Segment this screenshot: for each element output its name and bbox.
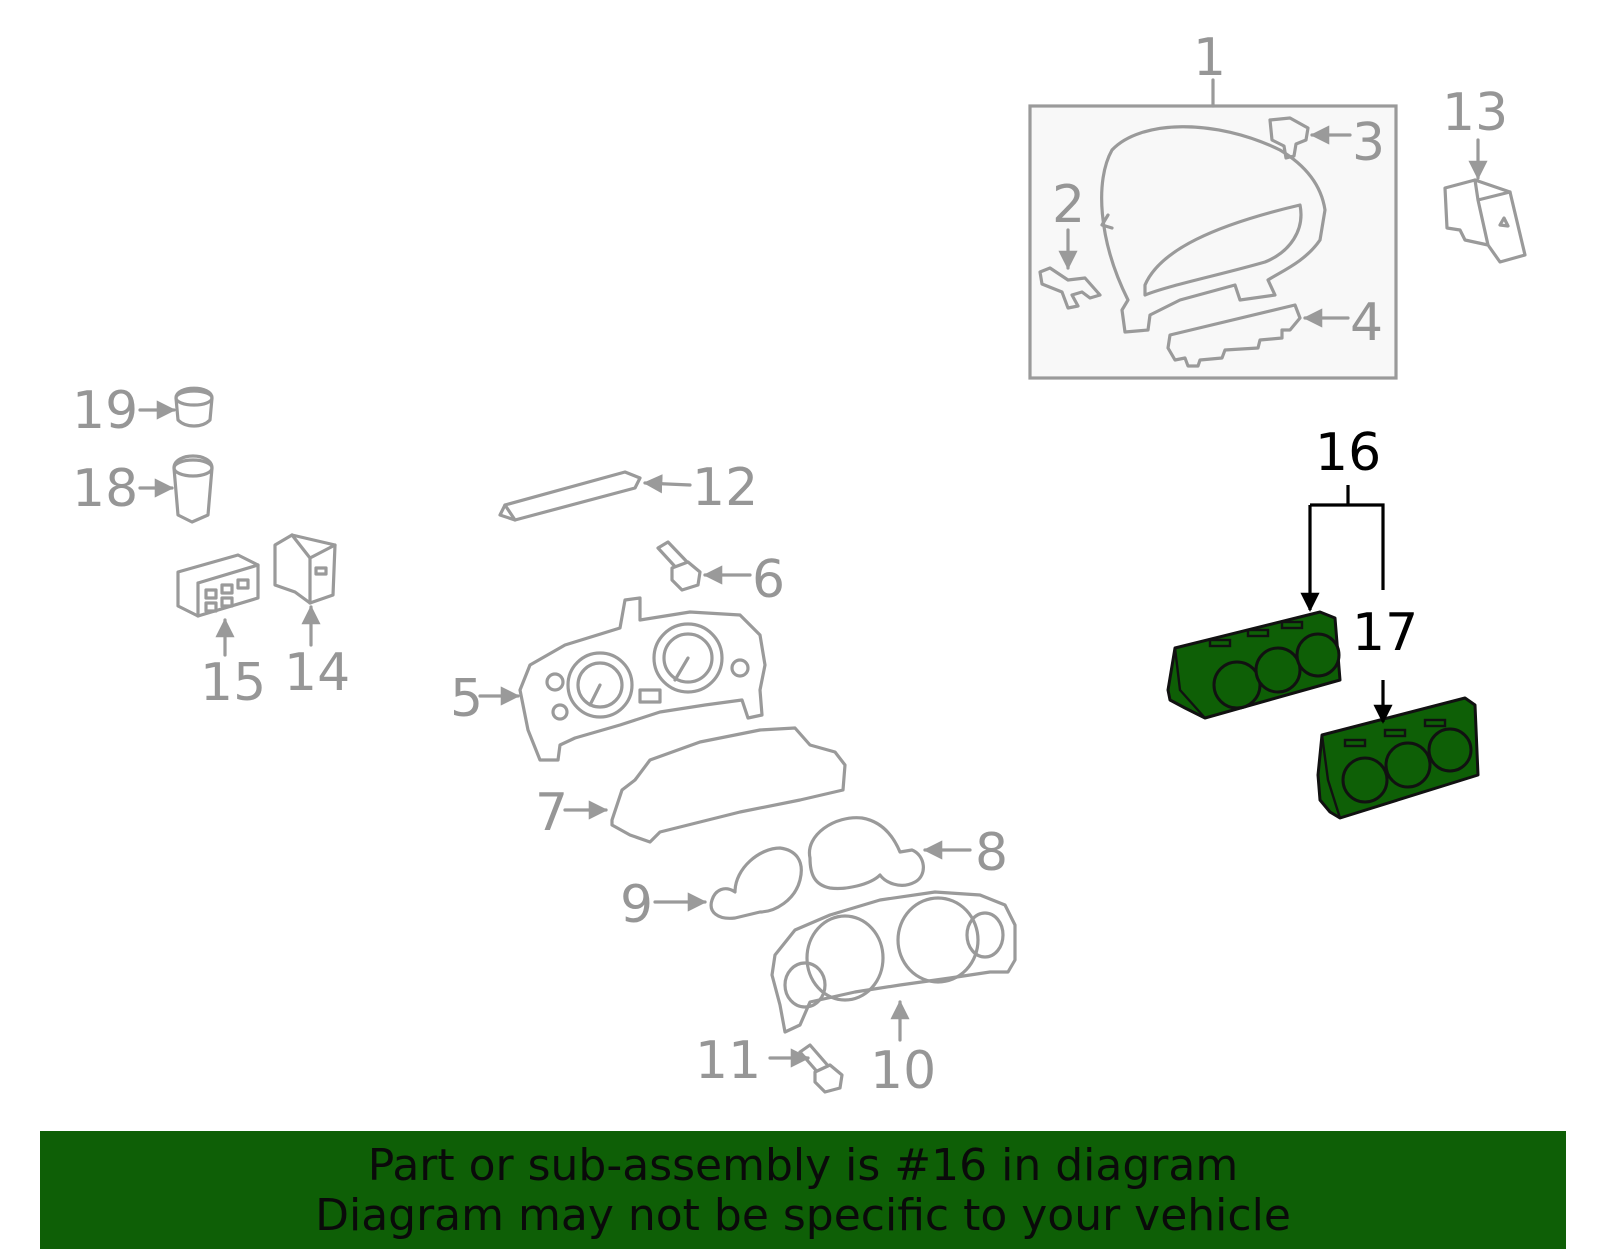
callout-3: 3 — [1352, 113, 1385, 173]
banner-line-part-reference: Part or sub-assembly is #16 in diagram — [367, 1140, 1239, 1191]
part-11-screw — [768, 1043, 844, 1094]
callout-15: 15 — [200, 653, 266, 713]
part-9-gauge-plate — [653, 846, 803, 920]
part-12-lens — [498, 470, 692, 522]
callout-16: 16 — [1315, 423, 1381, 483]
callout-12: 12 — [692, 458, 758, 518]
banner-line-disclaimer: Diagram may not be specific to your vehi… — [315, 1190, 1291, 1241]
callout-1: 1 — [1193, 28, 1226, 88]
callout-19: 19 — [72, 381, 138, 441]
callout-17: 17 — [1352, 603, 1418, 663]
callout-2: 2 — [1052, 175, 1085, 235]
part-17-control-panel[interactable] — [1316, 696, 1480, 820]
callout-6: 6 — [752, 550, 785, 610]
info-banner: Part or sub-assembly is #16 in diagram D… — [40, 1131, 1566, 1249]
part-10-cluster-housing — [770, 890, 1017, 1042]
callout-11: 11 — [695, 1031, 761, 1091]
part-14-switch — [273, 533, 337, 647]
part-5-cluster-frame — [478, 596, 767, 762]
part-7-gasket — [563, 726, 847, 844]
part-15-switch-block — [176, 553, 260, 657]
part-13-switch — [1443, 138, 1527, 264]
part-1-cluster-hood-group — [1028, 78, 1398, 380]
callout-13: 13 — [1442, 83, 1508, 143]
callout-9: 9 — [620, 875, 653, 935]
callout-8: 8 — [975, 823, 1008, 883]
part-16-control-panel[interactable] — [1166, 610, 1342, 720]
callout-4: 4 — [1350, 293, 1383, 353]
part-18-cap — [138, 454, 214, 524]
callout-5: 5 — [450, 669, 483, 729]
callout-18: 18 — [72, 459, 138, 519]
callout-10: 10 — [870, 1041, 936, 1101]
callout-7: 7 — [535, 783, 568, 843]
callout-14: 14 — [284, 643, 350, 703]
part-8-gauge-plate — [807, 816, 972, 891]
part-19-cap — [138, 386, 214, 428]
part-16-bracket-lines — [1300, 485, 1393, 724]
part-6-screw — [656, 540, 752, 592]
